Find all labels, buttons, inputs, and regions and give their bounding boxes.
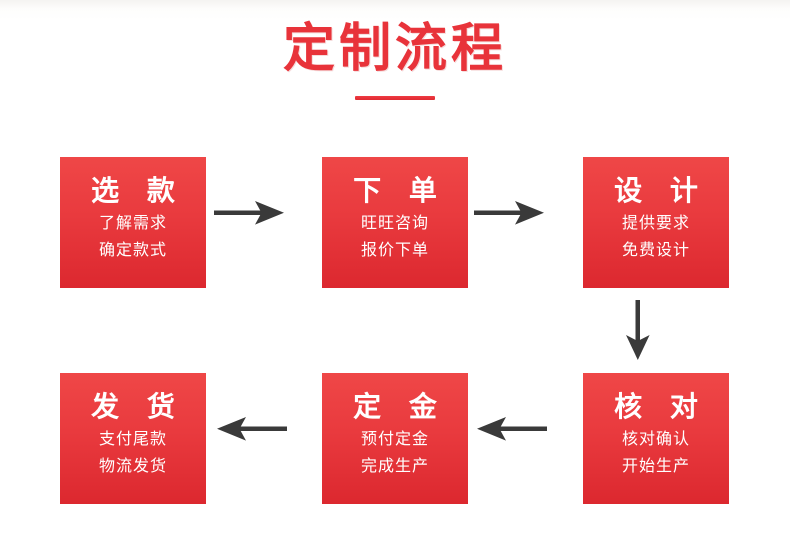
title-underline-divider: [355, 96, 435, 100]
flow-step-1-card[interactable]: 选 款 了解需求 确定款式: [60, 157, 206, 288]
flow-step-3-line-1: 提供要求: [621, 213, 690, 232]
flow-step-4-title: 核 对: [614, 390, 707, 423]
flow-step-3-card[interactable]: 设 计 提供要求 免费设计: [583, 157, 729, 288]
arrow-down-icon: [621, 300, 655, 362]
page-title: 定制流程: [282, 19, 507, 79]
arrow-right-icon: [214, 196, 286, 230]
flow-step-4-line-2: 开始生产: [621, 456, 690, 475]
flow-step-4-line-1: 核对确认: [621, 429, 690, 448]
flow-step-1-line-2: 确定款式: [98, 240, 167, 259]
flow-step-2-line-2: 报价下单: [360, 240, 429, 259]
flow-step-4-card[interactable]: 核 对 核对确认 开始生产: [583, 373, 729, 504]
flow-step-1-line-1: 了解需求: [98, 213, 167, 232]
arrow-left-icon: [215, 412, 287, 446]
flow-step-5-title: 定 金: [353, 390, 446, 423]
flow-step-6-card[interactable]: 发 货 支付尾款 物流发货: [60, 373, 206, 504]
flow-step-5-line-2: 完成生产: [360, 456, 429, 475]
flow-step-6-title: 发 货: [91, 390, 184, 423]
arrow-right-icon: [474, 196, 546, 230]
flow-step-6-line-1: 支付尾款: [98, 429, 167, 448]
flow-step-2-line-1: 旺旺咨询: [360, 213, 429, 232]
flow-step-2-title: 下 单: [353, 174, 446, 207]
flow-step-6-line-2: 物流发货: [98, 456, 167, 475]
flow-step-5-card[interactable]: 定 金 预付定金 完成生产: [322, 373, 468, 504]
page-header: 定制流程: [0, 18, 790, 100]
flow-step-2-card[interactable]: 下 单 旺旺咨询 报价下单: [322, 157, 468, 288]
arrow-left-icon: [475, 412, 547, 446]
flow-step-3-line-2: 免费设计: [621, 240, 690, 259]
flow-step-1-title: 选 款: [91, 174, 184, 207]
flow-step-3-title: 设 计: [614, 174, 707, 207]
flow-step-5-line-1: 预付定金: [360, 429, 429, 448]
